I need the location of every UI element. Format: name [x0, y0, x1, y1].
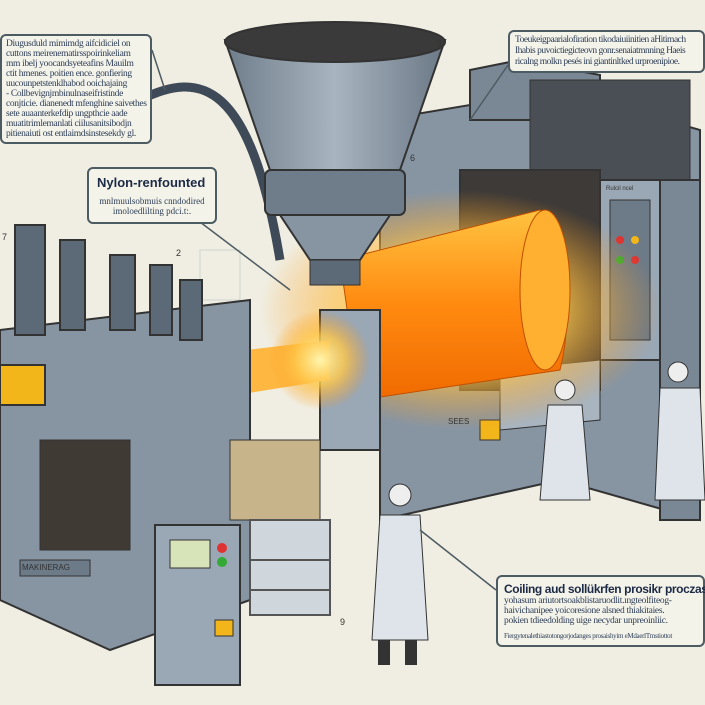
callout-line: ricalng rnolkn pesés ini giantinltked ur…	[515, 57, 680, 67]
callout-nylon: Nylon-renfounted mnlmuulsobmuis cnndodir…	[87, 167, 217, 224]
callout-top-left: Diugusduld mimimdg aifcidiciel on cutton…	[0, 34, 152, 144]
pellet-bin	[229, 439, 321, 521]
spark-burst	[270, 310, 370, 410]
callout-line: imoloedlilting pdci.t:.	[112, 206, 192, 216]
callout-line: Toeukeigpaarialofiration tikodaiuiinitie…	[515, 35, 686, 45]
control-console	[154, 524, 241, 686]
callout-top-right: Toeukeigpaarialofiration tikodaiuiinitie…	[508, 30, 705, 73]
label-number: 3	[437, 38, 443, 48]
callout-title: Coiling aud sollükrfen prosikr proczas.	[504, 582, 705, 596]
display-screen	[0, 364, 46, 406]
callout-line: muatitrimlemanlati ciilusanitsibodjn	[6, 119, 132, 129]
callout-line: pitienaiuti ost entlaimdsinstesekdy gl.	[6, 129, 136, 139]
hopper	[223, 21, 447, 286]
callout-line: mm ibelj yoocandsyeteafins Mauilm	[6, 59, 134, 69]
callout-title: Nylon-renfounted	[97, 175, 206, 190]
callout-line: pokien tdieedolding uige necydar unpreoi…	[504, 616, 668, 626]
callout-line: conjticie. dianenedt mfenghine saivethes	[6, 99, 147, 109]
callout-line: cuttons meirenematirsspoirinkeliam	[6, 49, 131, 59]
callout-line: Diugusduld mimimdg aifcidiciel on	[6, 39, 131, 49]
label-number: 9	[340, 617, 346, 627]
callout-line: ctit hmenes. poitien ence. gonfiering	[6, 69, 132, 79]
worker-middle	[539, 379, 591, 501]
right-panel-title: Rulcil ncel	[606, 186, 634, 192]
callout-line: yohasum ariutortsoakblistaruodlit.ıngteo…	[504, 596, 672, 606]
callout-cooling: Coiling aud sollükrfen prosikr proczas. …	[496, 575, 705, 647]
worker-front	[371, 483, 429, 665]
label-number: 2	[176, 248, 182, 258]
callout-line: sete auaanterkefdip ungpthcie aade	[6, 109, 128, 119]
leader-lines	[151, 49, 509, 591]
panel-badge: SEES	[448, 417, 470, 426]
label-number: 6	[410, 153, 416, 163]
worker-right	[654, 361, 705, 501]
callout-line: haivichanipee yoicoresione alsned thiaki…	[504, 606, 665, 616]
label-number: 7	[2, 232, 8, 242]
machine-plate: MAKINERAG	[22, 563, 71, 572]
cart	[249, 519, 331, 616]
callout-footer: Fiergytenalethiastotongorjodanges prosai…	[504, 632, 672, 640]
callout-line: Ihabis puvoictiegicteovn gonr.senaiatmnn…	[515, 46, 686, 56]
callout-line: - Collbevignjmbinulnaseifristinde	[6, 89, 123, 99]
callout-line: mnlmuulsobmuis cnndodired	[99, 196, 205, 206]
callout-line: uucounpetstenklhabod ooichajaing	[6, 79, 127, 89]
